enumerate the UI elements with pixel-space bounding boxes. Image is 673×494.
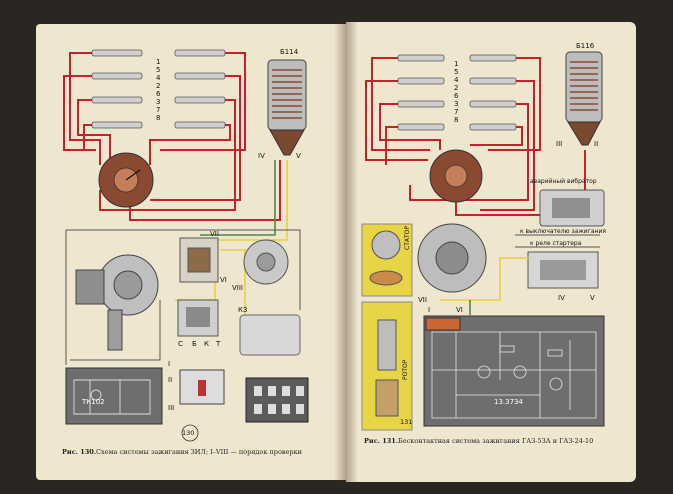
module-label-tk102: ТК102 bbox=[82, 398, 105, 406]
roman-left-vii: VII bbox=[210, 230, 219, 238]
module-label-133734: 13.3734 bbox=[494, 398, 523, 406]
figure-label-left: Рис. 130. bbox=[62, 448, 97, 456]
firing-order-right-8: 8 bbox=[454, 116, 459, 124]
rotor-label: РОТОР bbox=[402, 359, 409, 380]
relay-label-t: Т bbox=[216, 340, 221, 348]
fuse-box-left bbox=[245, 377, 309, 423]
firing-order-left-3: 4 bbox=[156, 74, 161, 82]
roman-right-vi: VI bbox=[456, 306, 463, 314]
coil-label-right: Б116 bbox=[576, 42, 595, 50]
roman-left-ii: II bbox=[168, 376, 173, 384]
switch-module-133734 bbox=[423, 315, 605, 427]
vibrator-label: аварийный вибратор bbox=[530, 178, 597, 185]
switch-label: к выключателю зажигания bbox=[520, 228, 606, 235]
roman-left-iii: III bbox=[168, 404, 175, 412]
switch-module-tk102 bbox=[65, 367, 163, 425]
distributor-cap-right bbox=[429, 149, 483, 203]
stator-panel bbox=[361, 223, 413, 297]
firing-order-right-3: 4 bbox=[454, 76, 459, 84]
roman-left-vi: VI bbox=[220, 276, 227, 284]
spark-plugs-left-a bbox=[91, 49, 226, 129]
distributor-body-right bbox=[417, 223, 487, 293]
ignition-coil-right bbox=[565, 51, 603, 146]
emergency-vibrator bbox=[539, 189, 605, 227]
distributor-cap-left bbox=[98, 152, 154, 208]
firing-order-right-4: 2 bbox=[454, 84, 459, 92]
roman-left-v: V bbox=[296, 152, 301, 160]
roman-left-iv: IV bbox=[258, 152, 265, 160]
resistor-right bbox=[527, 251, 599, 289]
relay-left bbox=[177, 299, 219, 337]
stator-label: СТАТОР bbox=[404, 226, 411, 250]
spark-plugs-right bbox=[397, 54, 517, 131]
relay-label-b: Б bbox=[192, 340, 197, 348]
ignition-coil-left bbox=[267, 59, 307, 156]
caption-left: Схема системы зажигания ЗИЛ; I–VIII — по… bbox=[96, 448, 302, 456]
resistor-block-left bbox=[179, 237, 219, 283]
rotor-panel bbox=[361, 301, 413, 431]
firing-order-left-2: 5 bbox=[156, 66, 161, 74]
battery-left bbox=[179, 369, 225, 405]
firing-order-right-7: 7 bbox=[454, 108, 459, 116]
page-number-right: 131 bbox=[400, 418, 413, 426]
firing-order-right-1: 1 bbox=[454, 60, 459, 68]
roman-right-v: V bbox=[590, 294, 595, 302]
firing-order-right-2: 5 bbox=[454, 68, 459, 76]
roman-right-iv: IV bbox=[558, 294, 565, 302]
starter-left bbox=[239, 314, 301, 356]
lt-wires-right bbox=[440, 234, 600, 315]
page-number-circle-left bbox=[181, 424, 199, 442]
roman-left-viii: VIII bbox=[232, 284, 243, 292]
page-number-left: 130 bbox=[182, 429, 195, 437]
firing-order-right-6: 3 bbox=[454, 100, 459, 108]
roman-right-vii: VII bbox=[418, 296, 427, 304]
distributor-body-left bbox=[75, 254, 159, 351]
caption-right: Бесконтактная система зажигания ГАЗ-53А … bbox=[398, 437, 594, 445]
roman-right-ii: II bbox=[594, 140, 599, 148]
relay-label-k3: К3 bbox=[238, 306, 248, 314]
roman-right-iii: III bbox=[556, 140, 563, 148]
relay-label-c: С bbox=[178, 340, 183, 348]
roman-right-i: I bbox=[428, 306, 431, 314]
firing-order-right-5: 6 bbox=[454, 92, 459, 100]
firing-order-left-7: 7 bbox=[156, 106, 161, 114]
starter-label: к реле стартера bbox=[530, 240, 582, 247]
roman-left-i: I bbox=[168, 360, 171, 368]
ignition-switch-left bbox=[243, 239, 289, 285]
firing-order-left-6: 3 bbox=[156, 98, 161, 106]
book-spine bbox=[334, 22, 358, 482]
relay-label-k: К bbox=[204, 340, 209, 348]
firing-order-left-1: 1 bbox=[156, 58, 161, 66]
firing-order-left-4: 2 bbox=[156, 82, 161, 90]
firing-order-left-8: 8 bbox=[156, 114, 161, 122]
coil-label-left: Б114 bbox=[280, 48, 299, 56]
figure-label-right: Рис. 131. bbox=[364, 437, 399, 445]
firing-order-left-5: 6 bbox=[156, 90, 161, 98]
